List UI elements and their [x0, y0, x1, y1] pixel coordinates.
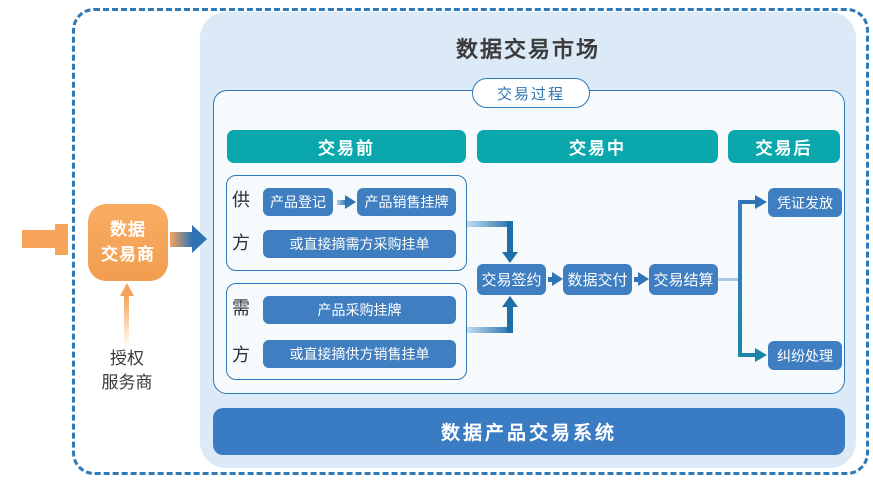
supplier-char-2: 方 — [232, 233, 250, 253]
phase-bar-in-trade: 交易中 — [477, 130, 718, 163]
sale-listing-box: 产品销售挂牌 — [357, 188, 456, 216]
demander-elbow-arrowhead-icon — [502, 296, 518, 307]
deliver-to-settle-arrowhead-icon — [638, 272, 649, 286]
supplier-elbow-arrowhead-icon — [502, 252, 518, 263]
supplier-group — [226, 175, 467, 271]
page-title: 数据交易市场 — [455, 37, 600, 62]
trader-to-market-arrow-icon — [170, 232, 192, 247]
flow-step-deliver: 数据交付 — [563, 264, 632, 295]
voucher-arrowhead-icon — [755, 195, 767, 209]
entry-arrow-icon — [22, 230, 55, 248]
branch-vertical-connector — [738, 200, 742, 357]
data-trader-line1: 数据 — [110, 219, 146, 239]
purchase-listing-box: 产品采购挂牌 — [263, 296, 456, 324]
process-pill: 交易过程 — [472, 78, 590, 108]
supplier-label: 供 方 — [230, 186, 252, 255]
supplier-elbow-v-connector — [507, 221, 513, 253]
product-register-box: 产品登记 — [263, 188, 333, 216]
data-trader-box: 数据 交易商 — [88, 204, 168, 281]
supplier-elbow-h-connector — [467, 221, 513, 227]
dispute-handle-box: 纠纷处理 — [768, 341, 842, 370]
demander-label: 需 方 — [230, 294, 252, 367]
authorized-provider-label: 授权 服务商 — [77, 347, 177, 395]
authorized-up-arrowhead-icon — [120, 283, 134, 296]
outer-dashed-border — [72, 8, 869, 475]
sign-to-deliver-arrowhead-icon — [552, 272, 563, 286]
demander-elbow-v-connector — [507, 306, 513, 333]
voucher-issue-box: 凭证发放 — [768, 188, 842, 217]
demander-group — [226, 283, 467, 380]
branch-top-connector — [740, 200, 756, 204]
register-to-listing-arrow-icon — [337, 200, 346, 205]
settle-branch-stub-connector — [718, 278, 740, 281]
dispute-arrowhead-icon — [755, 348, 767, 362]
supplier-direct-box: 或直接摘需方采购挂单 — [263, 230, 456, 258]
demander-elbow-h-connector — [467, 327, 513, 333]
phase-bar-pre-trade: 交易前 — [227, 130, 466, 163]
flow-step-settle: 交易结算 — [649, 264, 718, 295]
demander-char-2: 方 — [232, 345, 250, 365]
demander-char-1: 需 — [232, 298, 250, 318]
flow-step-sign: 交易签约 — [477, 264, 546, 295]
data-trader-line2: 交易商 — [101, 244, 155, 264]
deliver-to-settle-arrow-icon — [634, 277, 639, 282]
system-bar: 数据产品交易系统 — [213, 408, 845, 455]
branch-bottom-connector — [740, 353, 756, 357]
demander-direct-box: 或直接摘供方销售挂单 — [263, 340, 456, 368]
authorized-line1: 授权 — [110, 349, 144, 368]
authorized-line2: 服务商 — [101, 373, 153, 393]
phase-bar-post-trade: 交易后 — [728, 130, 840, 163]
supplier-char-1: 供 — [232, 190, 250, 210]
register-to-listing-arrowhead-icon — [345, 195, 356, 209]
trader-to-market-arrowhead-icon — [192, 225, 207, 253]
authorized-up-arrow-icon — [124, 296, 129, 348]
sign-to-deliver-arrow-icon — [548, 277, 553, 282]
entry-arrow-head-icon — [55, 224, 68, 255]
